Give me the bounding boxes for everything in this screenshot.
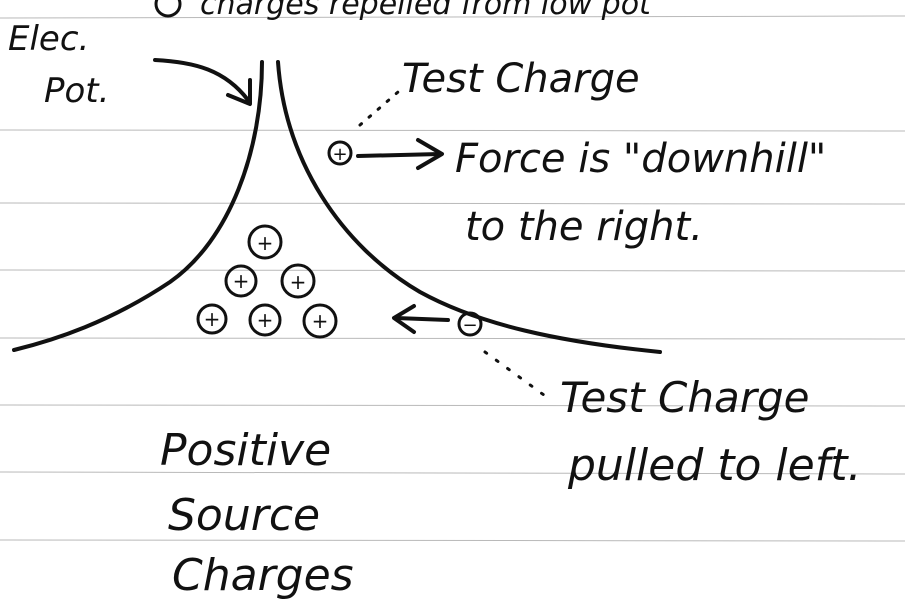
test-charge-top-label: Test Charge	[402, 56, 640, 102]
svg-text:+: +	[233, 269, 250, 293]
source-charges: + + + + + +	[196, 224, 338, 339]
force-arrow-right	[356, 152, 442, 158]
header-fragment: charges repelled from low pot	[200, 0, 652, 22]
source-charge-6: +	[302, 303, 338, 339]
source-label-line3: Charges	[172, 550, 354, 601]
svg-text:+: +	[204, 307, 221, 331]
axis-pointer-arrow	[153, 58, 250, 102]
test-charge-bottom-label-line1: Test Charge	[560, 373, 809, 422]
svg-text:+: +	[257, 308, 274, 332]
potential-curve-left	[12, 60, 264, 352]
svg-text:+: +	[257, 231, 274, 255]
pull-arrowhead-left-icon	[392, 304, 416, 334]
header-bullet-icon	[154, 0, 182, 18]
svg-text:+: +	[290, 270, 307, 294]
test-charge-bottom: −	[457, 311, 483, 337]
source-charge-1: +	[247, 224, 283, 260]
source-charge-4: +	[196, 303, 228, 335]
axis-label-line2: Pot.	[44, 71, 109, 111]
potential-curve-right	[276, 60, 662, 354]
source-label-line1: Positive	[160, 425, 331, 476]
source-charge-2: +	[224, 264, 258, 298]
test-charge-bottom-leader	[483, 350, 550, 400]
source-charge-3: +	[280, 263, 316, 299]
source-label-line2: Source	[168, 490, 320, 541]
axis-label-line1: Elec.	[8, 19, 89, 59]
force-label-line1: Force is "downhill"	[455, 136, 826, 182]
test-charge-bottom-sign: −	[462, 315, 477, 336]
pull-arrow-left	[394, 316, 450, 322]
test-charge-top: +	[327, 140, 353, 166]
test-charge-top-sign: +	[332, 144, 347, 165]
test-charge-top-leader	[358, 90, 400, 127]
axis-pointer-arrowhead-icon	[226, 78, 252, 106]
force-arrowhead-right-icon	[416, 138, 444, 170]
test-charge-bottom-label-line2: pulled to left.	[567, 440, 861, 491]
source-charge-5: +	[248, 303, 282, 337]
force-label-line2: to the right.	[465, 204, 703, 250]
svg-text:+: +	[312, 309, 329, 333]
ruled-lines	[0, 15, 905, 542]
